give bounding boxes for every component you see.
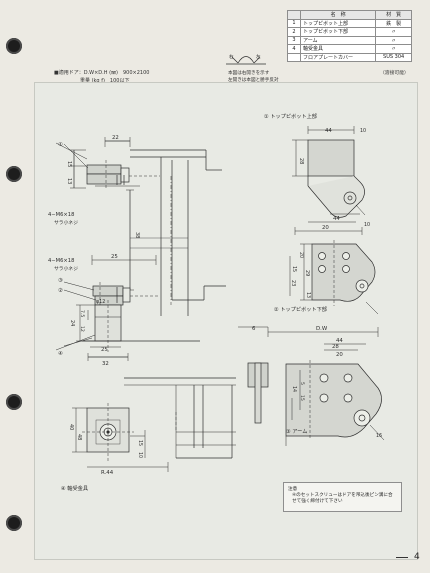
dim-6: 6 — [252, 326, 256, 332]
binder-hole — [6, 515, 22, 531]
orientation-right-mark: 左 — [256, 55, 261, 60]
screw-label-upper: 4−M6×18 — [48, 212, 74, 218]
screw-sub-lower: サラ小ネジ — [54, 265, 78, 272]
dim-48: 48 — [76, 434, 82, 440]
binder-hole — [6, 166, 22, 182]
dim-12: 12 — [79, 326, 85, 332]
dim-29: 29 — [304, 270, 310, 276]
dim-44c: 44 — [333, 216, 340, 222]
part1-label: ① トップピボット上部 — [264, 112, 317, 120]
screw-sub-upper: サラ小ネジ — [54, 219, 78, 226]
dim-10b: 10 — [360, 128, 366, 134]
weldable-note: （溶接可能） — [380, 71, 409, 76]
binder-hole — [6, 38, 22, 54]
dim-15c: 15 — [291, 266, 297, 272]
part3-label: ③ アーム — [286, 428, 307, 435]
door-spec-line1: ■適用ドア：D.W×D.H (㎜) 900×2100 — [54, 70, 150, 76]
floor-section-view — [124, 377, 236, 459]
part2-drawing — [289, 227, 379, 315]
caution-note: 注意 ④のセットスクリューはドアを吊込後ピン溝に合せて強く締付けて下さい — [283, 482, 402, 512]
dim-24: 24 — [69, 320, 75, 326]
materials-table: 名 称 材 質 1 トップピボット上部 鉄 製 2 トップピボット下部 〃 3 … — [287, 10, 412, 62]
caution-title: 注意 — [288, 487, 298, 492]
orientation-note-2: 左開きは本図と勝手反対 — [228, 78, 279, 83]
dim-44d: 44 — [336, 338, 343, 344]
dim-28: 28 — [298, 158, 304, 164]
part4-label: ④ 軸受金具 — [61, 484, 88, 492]
dim-5: 5 — [299, 382, 305, 385]
bearing-plan-view — [72, 403, 169, 472]
part3-drawing — [238, 326, 385, 446]
screw-label-lower: 4−M6×18 — [48, 258, 74, 264]
dim-phi12: φ12 — [96, 299, 105, 305]
callout-3-label: ③ — [58, 278, 63, 284]
dim-7-5: 7.5 — [79, 310, 85, 317]
dim-32: 32 — [102, 361, 109, 367]
dim-r44: R.44 — [101, 470, 114, 476]
page-number: 4 — [414, 552, 420, 562]
part2-label: ② トップピボット下部 — [274, 305, 327, 313]
dim-13b: 13 — [305, 292, 311, 298]
orientation-note-1: 本図は右開きを示す — [228, 71, 270, 76]
callout-leaders — [63, 143, 97, 347]
dim-38: 38 — [134, 232, 140, 238]
callout-2-label: ② — [58, 287, 63, 294]
elevation-view — [55, 137, 226, 361]
dim-25: 25 — [111, 254, 118, 260]
dim-13: 13 — [66, 178, 72, 184]
caution-body: ④のセットスクリューはドアを吊込後ピン溝に合せて強く締付けて下さい — [292, 493, 393, 504]
part1-drawing — [292, 126, 366, 223]
dim-10c: 10 — [364, 222, 370, 228]
callout-1-label: ① — [58, 142, 63, 148]
dim-16: 16 — [376, 433, 382, 439]
dim-15b: 15 — [137, 440, 143, 446]
dim-10: 10 — [137, 452, 143, 458]
orientation-left-mark: 右 — [229, 55, 234, 60]
dim-15: 15 — [66, 161, 72, 167]
dim-20b: 20 — [298, 252, 304, 258]
dim-20c: 20 — [336, 352, 343, 358]
door-spec-line2: 重量 (kg f) 100以下 — [80, 78, 130, 84]
callout-4-label: ④ — [58, 351, 63, 357]
dim-44: 44 — [325, 128, 332, 134]
dim-dw: D.W — [316, 326, 328, 332]
page-number-dash — [396, 557, 408, 558]
swing-arrows-icon — [226, 56, 266, 65]
dim-20: 20 — [322, 225, 329, 231]
dim-40: 40 — [68, 424, 74, 430]
dim-23: 23 — [290, 280, 296, 286]
dim-25b: 25 — [101, 347, 108, 353]
dim-15d: 15 — [299, 395, 305, 401]
dim-22: 22 — [112, 135, 119, 141]
table-row: フロアプレートカバー SUS 304 — [287, 52, 412, 62]
dim-14: 14 — [291, 386, 297, 392]
binder-hole — [6, 394, 22, 410]
dim-28b: 28 — [332, 344, 339, 350]
